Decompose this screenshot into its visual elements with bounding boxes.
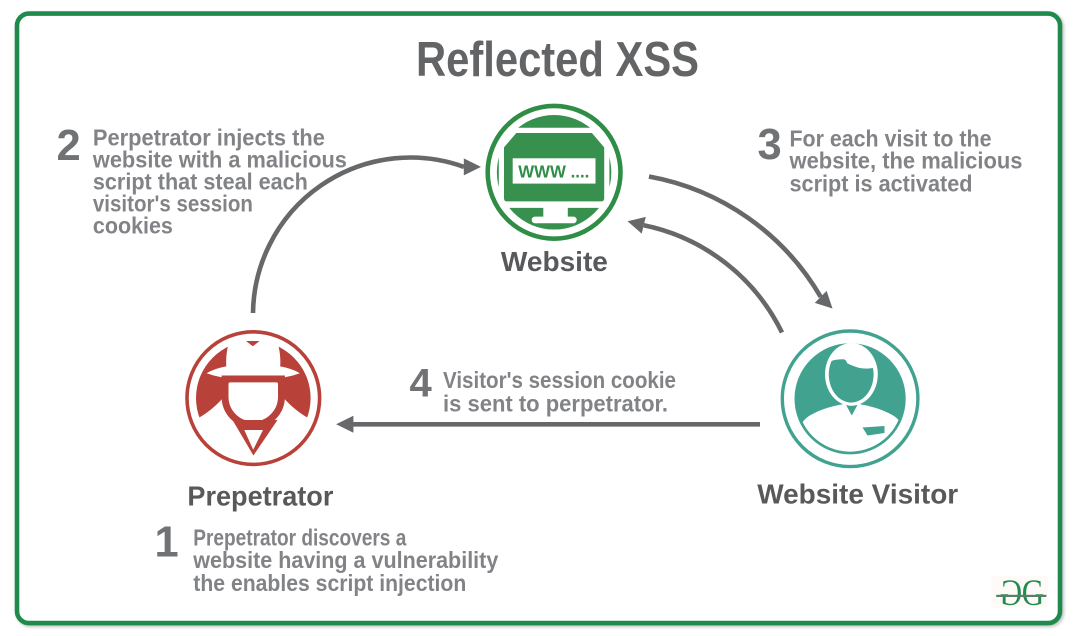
svg-text:script that steal each: script that steal each — [93, 169, 308, 195]
svg-text:visitor's session: visitor's session — [93, 191, 253, 217]
svg-text:website having a vulnerability: website having a vulnerability — [192, 547, 498, 573]
svg-text:Website Visitor: Website Visitor — [757, 478, 958, 509]
svg-text:website with a malicious: website with a malicious — [92, 147, 347, 173]
svg-text:Prepetrator: Prepetrator — [187, 481, 333, 512]
svg-text:Visitor's session cookie: Visitor's session cookie — [443, 367, 676, 393]
svg-text:WWW ....: WWW .... — [518, 162, 589, 182]
svg-text:G: G — [1000, 574, 1022, 614]
svg-text:is sent to perpetrator.: is sent to perpetrator. — [443, 391, 668, 417]
svg-text:Prepetrator discovers a: Prepetrator discovers a — [193, 524, 407, 550]
svg-text:Perpetrator injects the: Perpetrator injects the — [93, 124, 325, 150]
svg-text:Website: Website — [501, 246, 608, 277]
svg-text:cookies: cookies — [93, 213, 173, 239]
svg-text:4: 4 — [410, 361, 433, 405]
svg-text:Reflected XSS: Reflected XSS — [416, 33, 699, 87]
svg-text:script is activated: script is activated — [790, 170, 973, 196]
svg-text:3: 3 — [758, 121, 782, 169]
svg-text:For each visit to the: For each visit to the — [790, 125, 992, 151]
svg-text:the enables script injection: the enables script injection — [193, 570, 466, 596]
svg-text:2: 2 — [57, 122, 81, 170]
svg-text:website, the malicious: website, the malicious — [789, 148, 1023, 174]
svg-text:G: G — [1022, 574, 1044, 614]
svg-text:1: 1 — [155, 519, 179, 567]
